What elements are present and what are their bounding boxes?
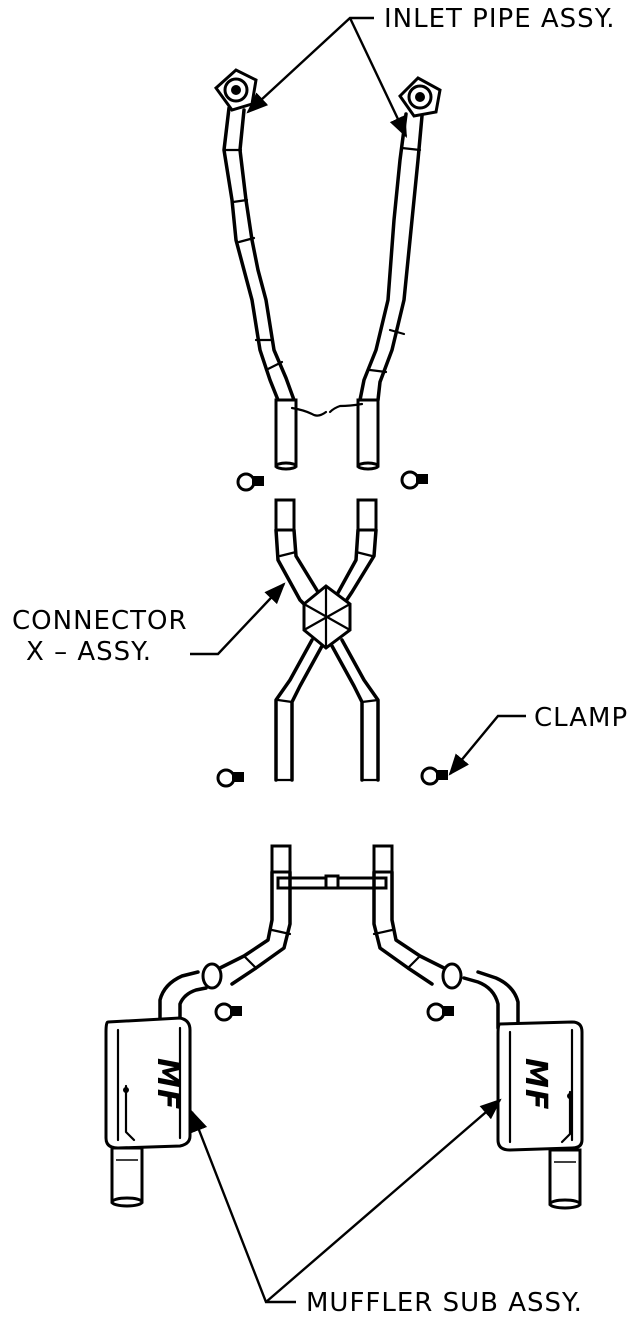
inlet-pipe-label: INLET PIPE ASSY. — [384, 4, 616, 34]
muffler-label: MUFFLER SUB ASSY. — [306, 1288, 583, 1318]
x-connector-assembly — [274, 498, 380, 782]
clamp-lower-left — [214, 1002, 242, 1022]
muffler-assembly: MF MF — [104, 844, 584, 1210]
muffler-right: MF — [496, 1020, 584, 1210]
inlet-flange-left — [213, 68, 258, 112]
muffler-left: MF — [104, 1016, 192, 1208]
connector-label-line2: X – ASSY. — [26, 637, 152, 667]
clamp-upper-right — [400, 470, 428, 490]
muffler-label-callout: MUFFLER SUB ASSY. — [190, 1098, 583, 1318]
inlet-flange-right — [398, 76, 442, 118]
muffler-logo-right: MF — [518, 1058, 553, 1110]
connector-label-callout: CONNECTOR X – ASSY. — [12, 582, 286, 667]
inlet-pipe-assembly — [213, 68, 442, 471]
muffler-logo-left: MF — [150, 1058, 185, 1110]
clamp-upper-left — [236, 472, 264, 492]
clamp-label: CLAMP — [534, 703, 628, 733]
inlet-pipe-right — [328, 112, 424, 471]
clamp-middle-left — [216, 768, 244, 788]
clamp-label-callout: CLAMP — [448, 703, 628, 776]
inlet-label-callout: INLET PIPE ASSY. — [246, 4, 616, 138]
clamp-lower-right — [426, 1002, 454, 1022]
connector-label-line1: CONNECTOR — [12, 606, 188, 636]
inlet-pipe-left — [222, 106, 328, 471]
clamp-middle-right — [420, 766, 448, 786]
